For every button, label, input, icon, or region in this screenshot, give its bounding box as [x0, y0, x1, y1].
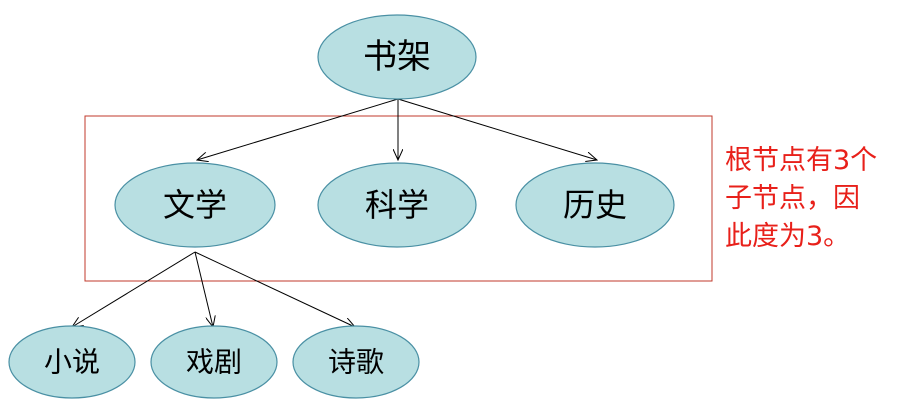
node-xiju: 戏剧	[150, 325, 278, 399]
degree-annotation: 根节点有3个 子节点，因 此度为3。	[725, 142, 901, 256]
edge-wenxue-to-shige	[194, 251, 355, 327]
annotation-line-1: 根节点有3个	[725, 145, 878, 176]
node-shige-label: 诗歌	[328, 346, 384, 379]
node-xiaoshuo-label: 小说	[44, 346, 100, 379]
node-wenxue-label: 文学	[163, 186, 227, 224]
edge-root-to-wenxue	[197, 98, 399, 160]
node-shige: 诗歌	[292, 325, 420, 399]
node-wenxue: 文学	[114, 162, 276, 248]
node-kexue: 科学	[317, 162, 477, 248]
annotation-line-2: 子节点，因	[725, 183, 860, 214]
edge-wenxue-to-xiju	[194, 251, 213, 327]
node-kexue-label: 科学	[365, 186, 429, 224]
annotation-line-3: 此度为3。	[725, 221, 851, 252]
node-root-label: 书架	[363, 37, 431, 77]
edge-wenxue-to-xiaoshuo	[72, 251, 196, 327]
edge-root-to-lishi	[397, 98, 597, 160]
node-lishi: 历史	[515, 162, 675, 248]
node-xiju-label: 戏剧	[186, 346, 242, 379]
node-xiaoshuo: 小说	[8, 325, 136, 399]
node-root: 书架	[317, 14, 477, 100]
node-lishi-label: 历史	[563, 186, 627, 224]
